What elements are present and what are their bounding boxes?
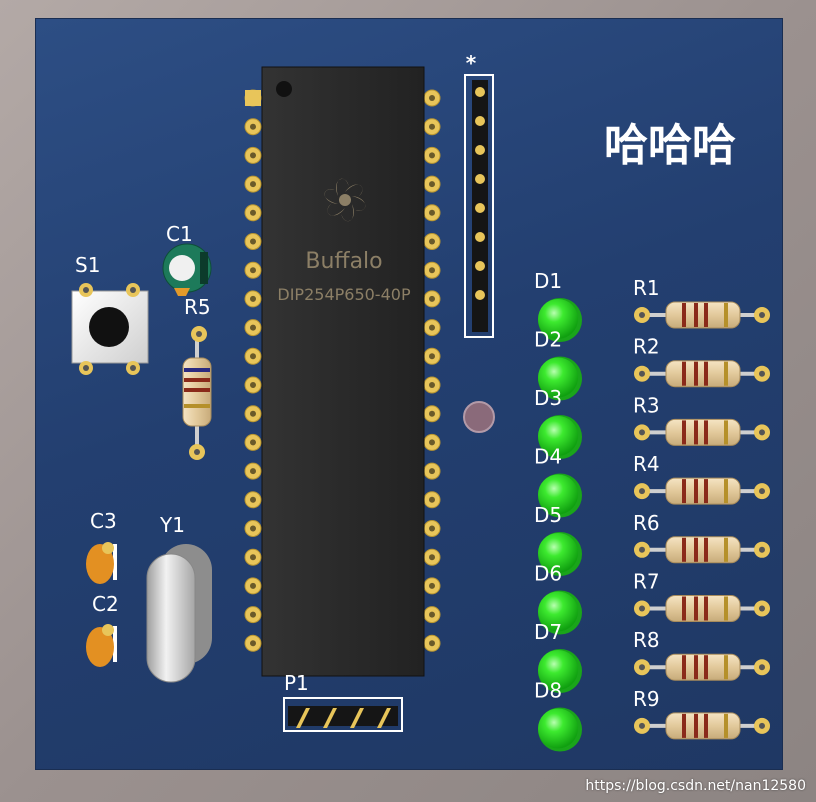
- label-resistor: R4: [633, 452, 660, 476]
- header-marker: *: [466, 51, 477, 75]
- vertical-pin-header: *: [464, 51, 494, 338]
- header-pin: [475, 290, 485, 300]
- label-resistor: R3: [633, 393, 660, 417]
- led-d7: [538, 649, 582, 693]
- watermark-url: https://blog.csdn.net/nan12580: [585, 778, 806, 794]
- led-d4: [538, 473, 582, 518]
- resistor-r4: [634, 477, 770, 505]
- resistor-r6: [634, 536, 770, 564]
- header-pin: [475, 116, 485, 126]
- microcontroller-chip: Buffalo DIP254P650-40P: [261, 66, 425, 677]
- label-led: D6: [534, 562, 562, 586]
- label-r5: R5: [184, 295, 211, 319]
- capacitor-c2: [86, 624, 117, 667]
- header-pin: [475, 145, 485, 155]
- header-pin: [475, 261, 485, 271]
- label-led: D4: [534, 445, 562, 469]
- led-d1: [538, 298, 582, 342]
- label-led: D5: [534, 503, 562, 527]
- capacitor-c1: [162, 243, 212, 296]
- chip-pads: [244, 89, 441, 652]
- chip-pin1-pad: [245, 90, 261, 106]
- header-pin: [475, 87, 485, 97]
- mounting-hole: [463, 401, 495, 433]
- chip-brand-label: Buffalo: [305, 249, 382, 274]
- resistor-r9: [634, 712, 770, 740]
- label-resistor: R7: [633, 570, 660, 594]
- label-resistor: R9: [633, 687, 660, 711]
- label-led: D3: [534, 386, 562, 410]
- label-resistor: R2: [633, 335, 660, 359]
- resistor-r8: [634, 653, 770, 681]
- header-pin: [475, 174, 485, 184]
- label-c1: C1: [166, 222, 193, 246]
- label-led: D1: [534, 269, 562, 293]
- header-pin: [475, 232, 485, 242]
- label-led: D2: [534, 328, 562, 352]
- p1-pin: [350, 708, 364, 728]
- buffalo-logo-icon: [324, 178, 366, 222]
- label-resistor: R1: [633, 276, 660, 300]
- label-resistor: R6: [633, 511, 660, 535]
- crystal-y1: [146, 544, 212, 683]
- led-d8: [538, 707, 582, 752]
- label-led: D8: [534, 679, 562, 703]
- board-title: 哈哈哈: [604, 120, 736, 171]
- led-d2: [538, 356, 582, 401]
- label-c3: C3: [90, 509, 117, 533]
- header-pin: [475, 203, 485, 213]
- label-y1: Y1: [159, 513, 185, 537]
- pin1-dot: [276, 81, 292, 97]
- push-button-s1[interactable]: [71, 283, 149, 375]
- p1-pin: [296, 708, 310, 728]
- label-p1: P1: [284, 671, 309, 695]
- chip-part-label: DIP254P650-40P: [277, 285, 411, 304]
- p1-pin: [323, 708, 337, 728]
- led-d6: [538, 590, 582, 635]
- label-led: D7: [534, 620, 562, 644]
- capacitor-c3: [86, 542, 117, 584]
- resistor-r2: [634, 360, 770, 388]
- resistor-r1: [634, 301, 770, 329]
- label-s1: S1: [75, 253, 100, 277]
- led-d3: [538, 415, 582, 459]
- resistor-r7: [634, 595, 770, 622]
- horizontal-pin-header-p1: [283, 697, 403, 732]
- label-resistor: R8: [633, 628, 660, 652]
- resistor-r3: [634, 418, 770, 446]
- resistor-r5: [182, 326, 212, 460]
- led-d5: [538, 532, 582, 576]
- label-c2: C2: [92, 592, 119, 616]
- p1-pin: [377, 708, 391, 728]
